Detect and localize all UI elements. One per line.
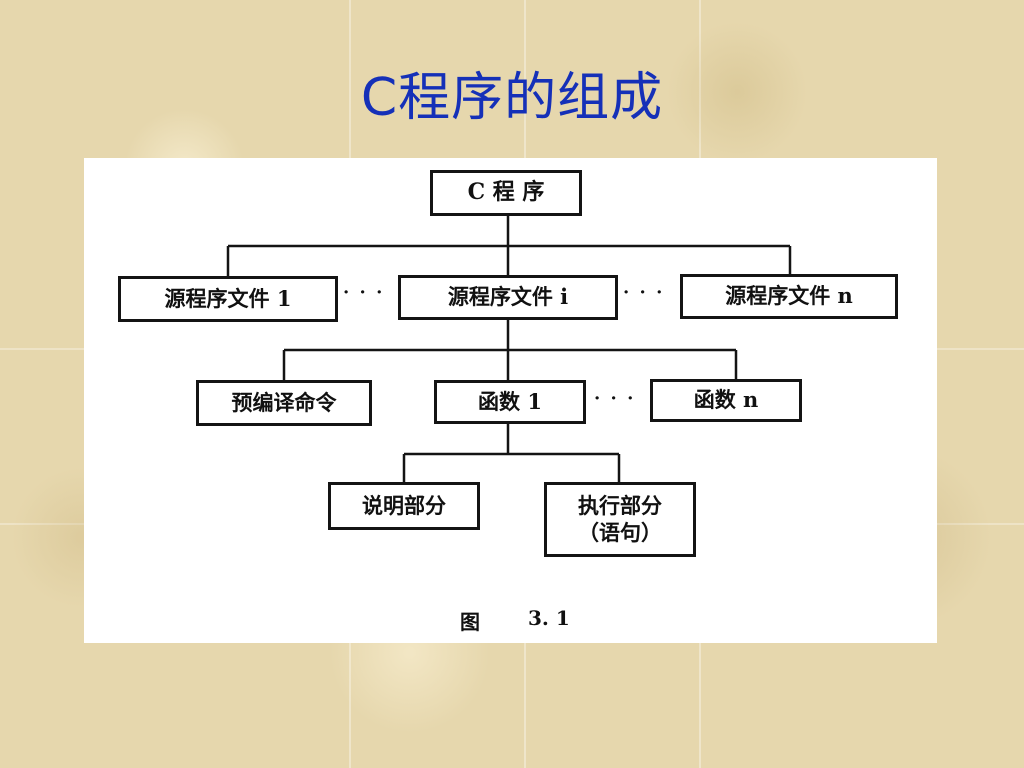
executable-part-note: （语句）	[578, 519, 662, 545]
connector-lines	[226, 216, 792, 482]
figure-caption-number: 3. 1	[528, 606, 570, 630]
ellipsis-files-right: · · ·	[623, 282, 665, 303]
ellipsis-functions: · · ·	[594, 388, 636, 409]
node-source-file-i: 源程序文件 i	[398, 275, 618, 320]
node-c-program: C 程 序	[430, 170, 582, 216]
node-source-file-n: 源程序文件 n	[680, 274, 898, 319]
node-declarations: 说明部分	[328, 482, 480, 530]
node-preprocessor-directives: 预编译命令	[196, 380, 372, 426]
node-function-n: 函数 n	[650, 379, 802, 422]
executable-part-label: 执行部分	[578, 493, 662, 519]
figure-caption-label: 图	[460, 610, 480, 634]
diagram-panel: C 程 序 源程序文件 1 · · · 源程序文件 i · · · 源程序文件 …	[84, 158, 937, 643]
ellipsis-files-left: · · ·	[343, 282, 385, 303]
node-executable-part: 执行部分 （语句）	[544, 482, 696, 557]
slide-title: C程序的组成	[360, 68, 664, 128]
node-source-file-1: 源程序文件 1	[118, 276, 338, 322]
node-function-1: 函数 1	[434, 380, 586, 424]
